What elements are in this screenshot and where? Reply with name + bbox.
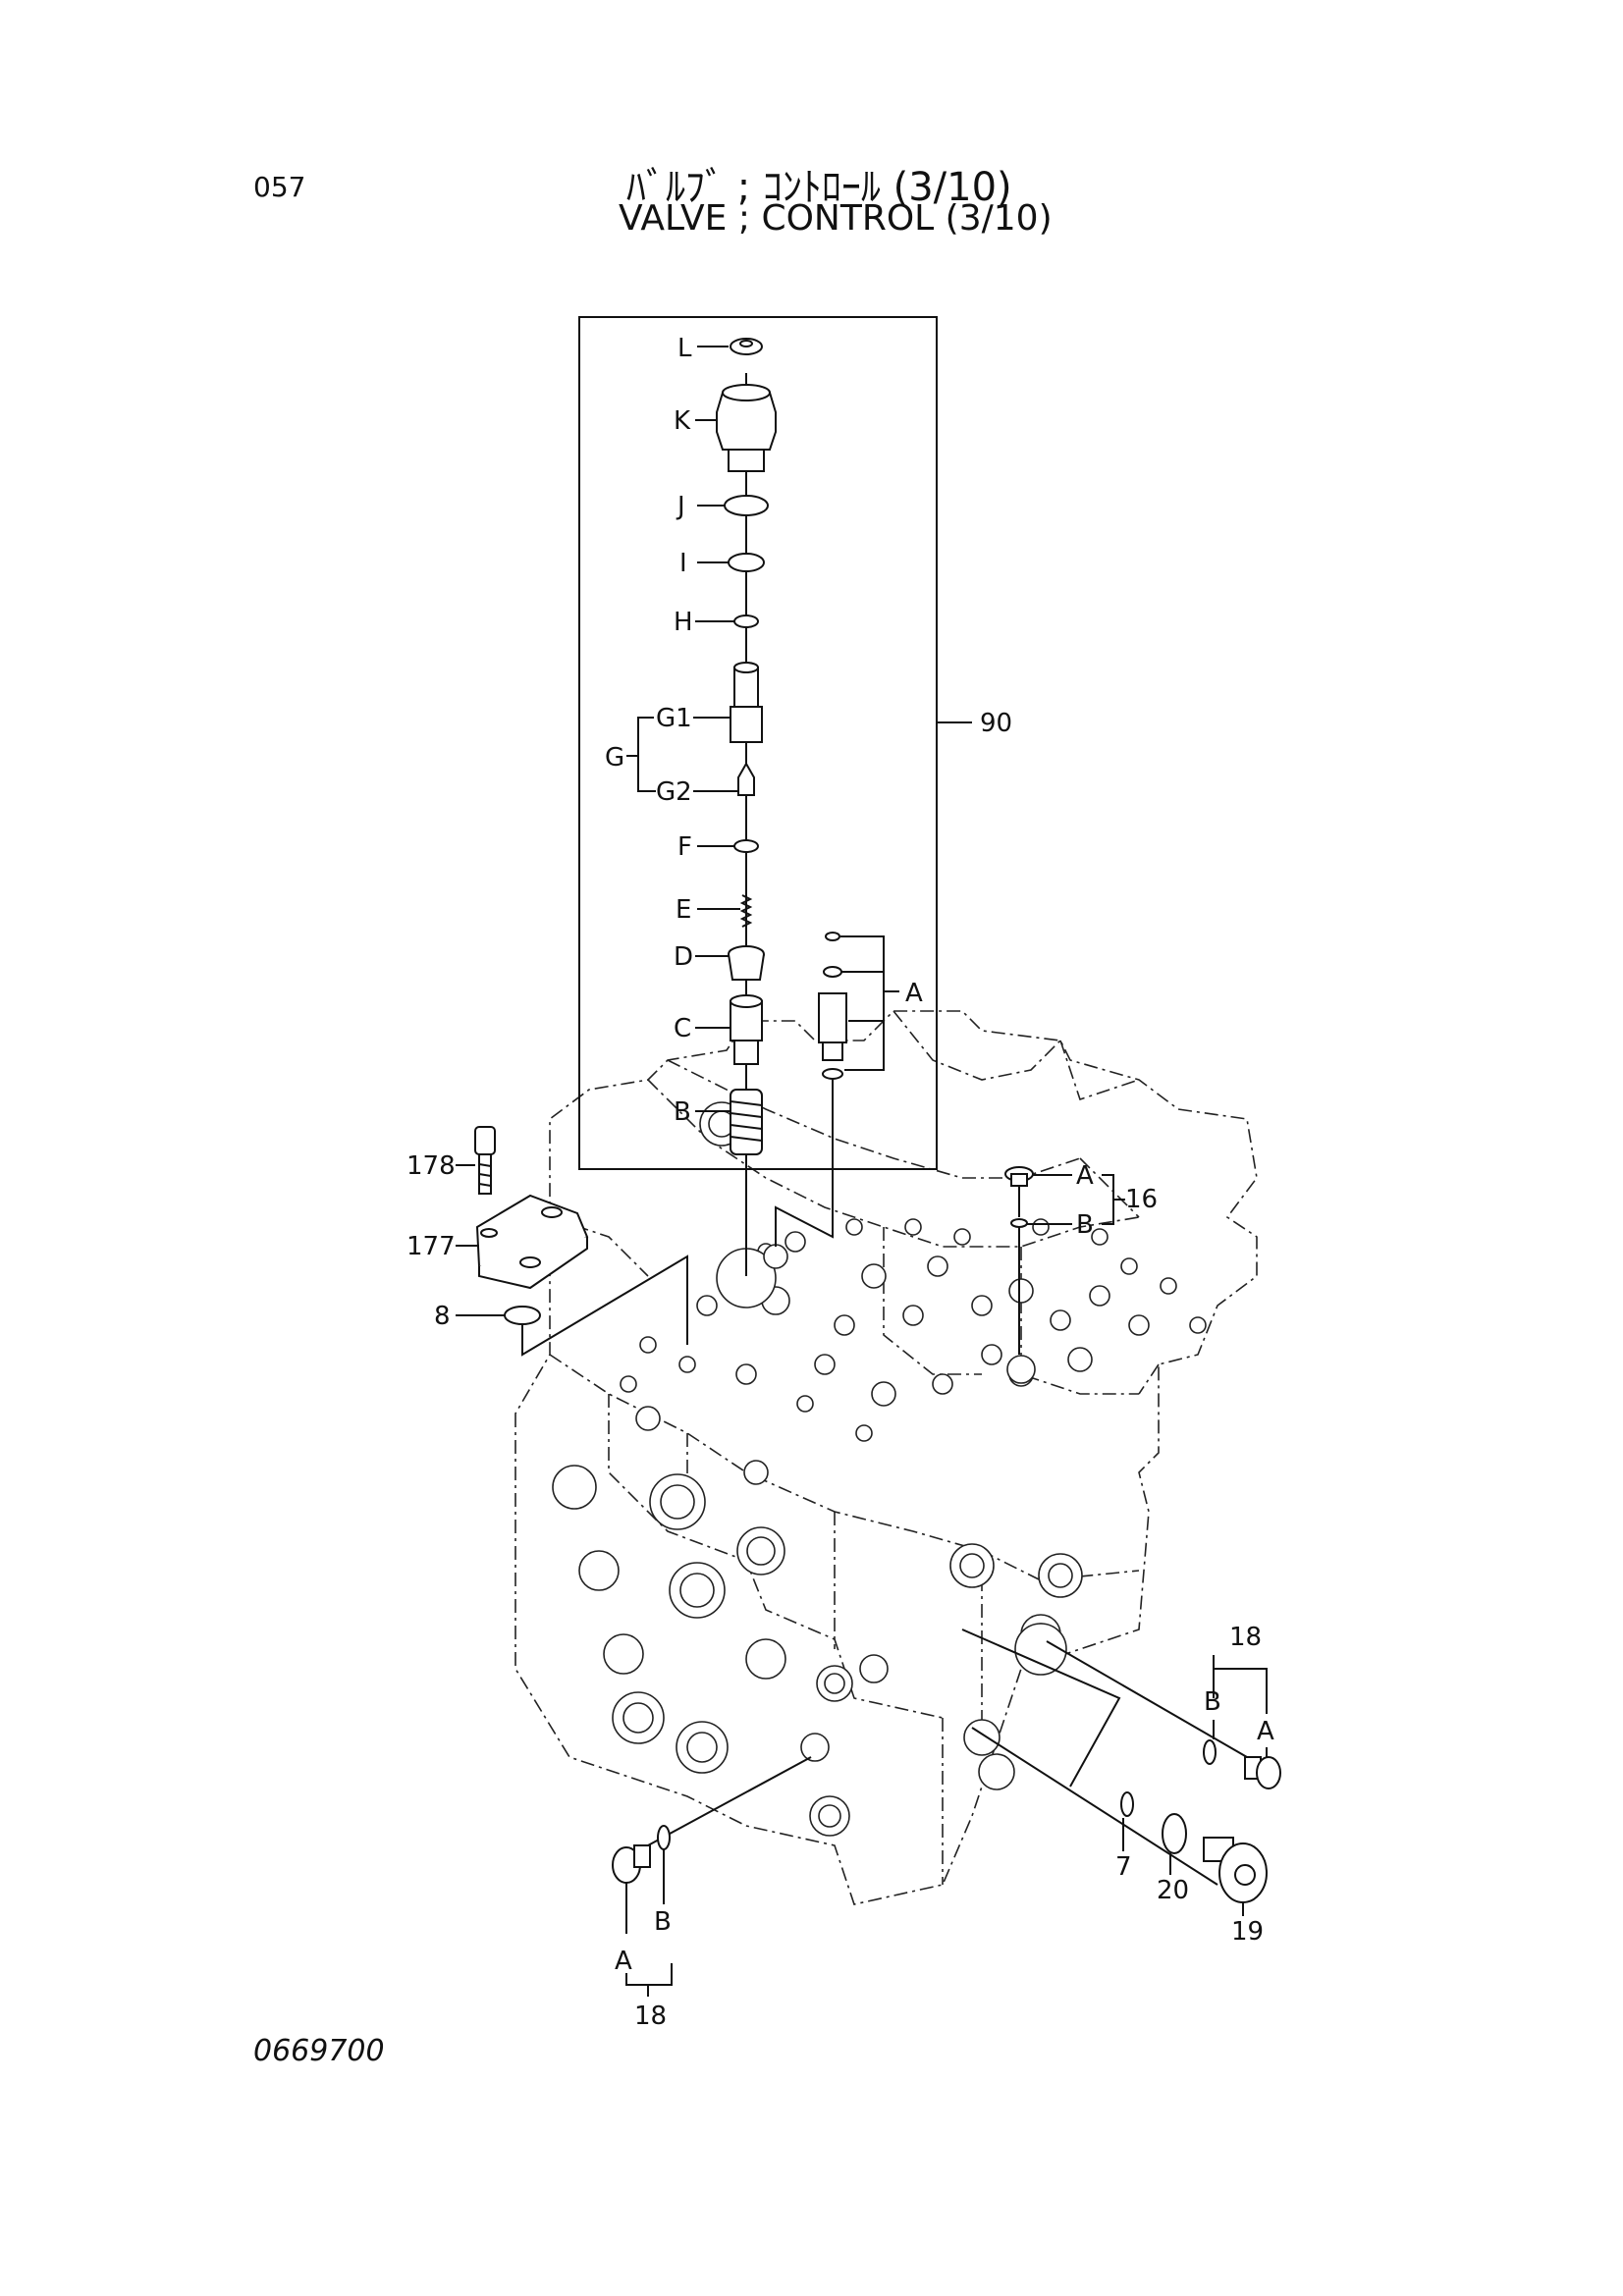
- part-H-o-ring: [733, 614, 759, 628]
- callout-8: 8: [434, 1302, 451, 1331]
- part-7-ring: [1120, 1791, 1134, 1817]
- body-ports: [552, 1101, 1207, 1837]
- part-D-seat: [728, 945, 765, 981]
- callout-19: 19: [1231, 1917, 1264, 1947]
- part-C-piston: [730, 994, 763, 1065]
- part-K-plug: [716, 384, 777, 472]
- callout-18-left: 18: [634, 2002, 667, 2031]
- callout-18-right-A: A: [1257, 1717, 1274, 1746]
- drawing-number: 0669700: [253, 2034, 385, 2068]
- part-F-o-ring: [733, 839, 759, 853]
- part-E-spring: [739, 894, 753, 928]
- part-16B-ring: [1010, 1218, 1028, 1228]
- part-177-cover: [475, 1194, 589, 1290]
- kit-callouts: L K J I H G1 G G2 F E D C B: [605, 334, 740, 1127]
- callout-F: F: [677, 832, 692, 862]
- callout-I: I: [679, 549, 687, 578]
- part-18A-plug-right: [1244, 1756, 1281, 1789]
- callout-E: E: [676, 895, 691, 925]
- callout-178: 178: [406, 1151, 456, 1181]
- callout-16: 16: [1125, 1185, 1158, 1214]
- callout-K: K: [674, 406, 691, 436]
- part-20-o-ring: [1162, 1813, 1187, 1854]
- callout-7: 7: [1115, 1852, 1132, 1882]
- part-18B-o-ring-left: [657, 1825, 671, 1850]
- callout-16B: B: [1076, 1210, 1094, 1240]
- page-number: 057: [253, 171, 306, 203]
- callout-20: 20: [1157, 1876, 1189, 1905]
- part-B-spring: [730, 1089, 763, 1155]
- part-J-o-ring: [724, 495, 769, 516]
- callout-G2: G2: [656, 777, 692, 807]
- callout-18-left-A: A: [615, 1947, 632, 1976]
- callout-G: G: [605, 743, 624, 773]
- callout-18-right: 18: [1229, 1623, 1262, 1652]
- part-A-check-valve: A: [775, 932, 923, 1247]
- callout-L: L: [677, 334, 692, 363]
- control-valve-body: [514, 1010, 1258, 1905]
- callout-90: 90: [980, 709, 1012, 738]
- part-18A-plug-left: [612, 1844, 651, 1884]
- callout-C: C: [674, 1014, 691, 1043]
- part-G1-sleeve: [730, 662, 763, 743]
- part-18B-o-ring-right: [1203, 1739, 1217, 1765]
- callout-G1: G1: [656, 704, 692, 733]
- callout-18-left-B: B: [654, 1907, 672, 1937]
- callout-16A: A: [1076, 1161, 1094, 1191]
- part-L-nut: [730, 338, 763, 355]
- callout-H: H: [674, 608, 693, 637]
- callout-177: 177: [406, 1232, 456, 1261]
- callout-J: J: [676, 492, 685, 521]
- kit-90-frame: [578, 316, 938, 1170]
- callout-D: D: [674, 942, 693, 972]
- part-8-o-ring: [504, 1306, 541, 1325]
- part-16A-plug: [1004, 1166, 1034, 1187]
- page-title-japanese: ﾊﾞﾙﾌﾞ ; ｺﾝﾄﾛｰﾙ (3/10): [626, 165, 1012, 210]
- part-I-backup-ring: [728, 553, 765, 572]
- part-178-bolt: [474, 1126, 496, 1195]
- page-title-english: VALVE ; CONTROL (3/10): [619, 198, 1053, 239]
- callout-18-right-B: B: [1204, 1687, 1221, 1717]
- callout-A: A: [905, 979, 923, 1008]
- part-G2-poppet: [737, 761, 755, 796]
- part-19-plug: [1203, 1837, 1268, 1903]
- cover-leader: [521, 1255, 688, 1357]
- callout-B: B: [674, 1097, 691, 1127]
